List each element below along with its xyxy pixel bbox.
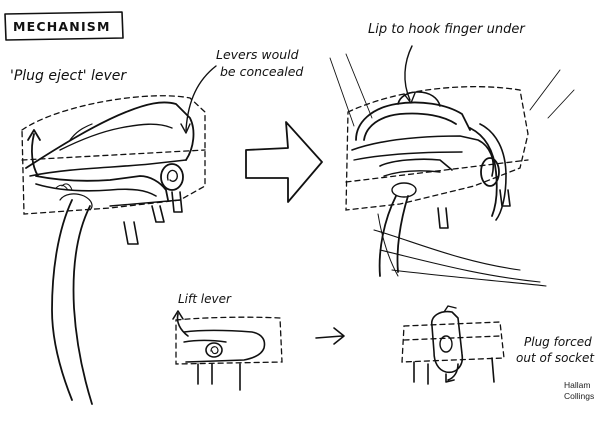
big-arrow [245,121,323,203]
label-lip-hook: Lip to hook finger under [368,22,526,37]
title-box: MECHANISM [4,11,124,41]
lift-lever-sketch [172,310,283,391]
author-credit: Hallam Collings [564,380,594,402]
author-credit-line1: Hallam [564,380,591,390]
plug-forced-sketch [401,305,505,385]
pointer-levers-concealed [180,65,217,134]
label-levers-concealed-2: be concealed [220,64,303,79]
plug-sketch-left [21,95,206,405]
title-text: MECHANISM [13,19,111,34]
label-plug-forced-1: Plug forced [524,335,592,349]
small-arrow [315,327,345,345]
author-credit-line2: Collings [564,391,595,401]
label-plug-forced-2: out of socket [516,351,595,365]
label-plug-eject-lever: 'Plug eject' lever [10,68,127,84]
plug-sketch-right [329,53,575,287]
label-lift-lever: Lift lever [178,292,232,306]
label-levers-concealed-1: Levers would [216,47,299,62]
